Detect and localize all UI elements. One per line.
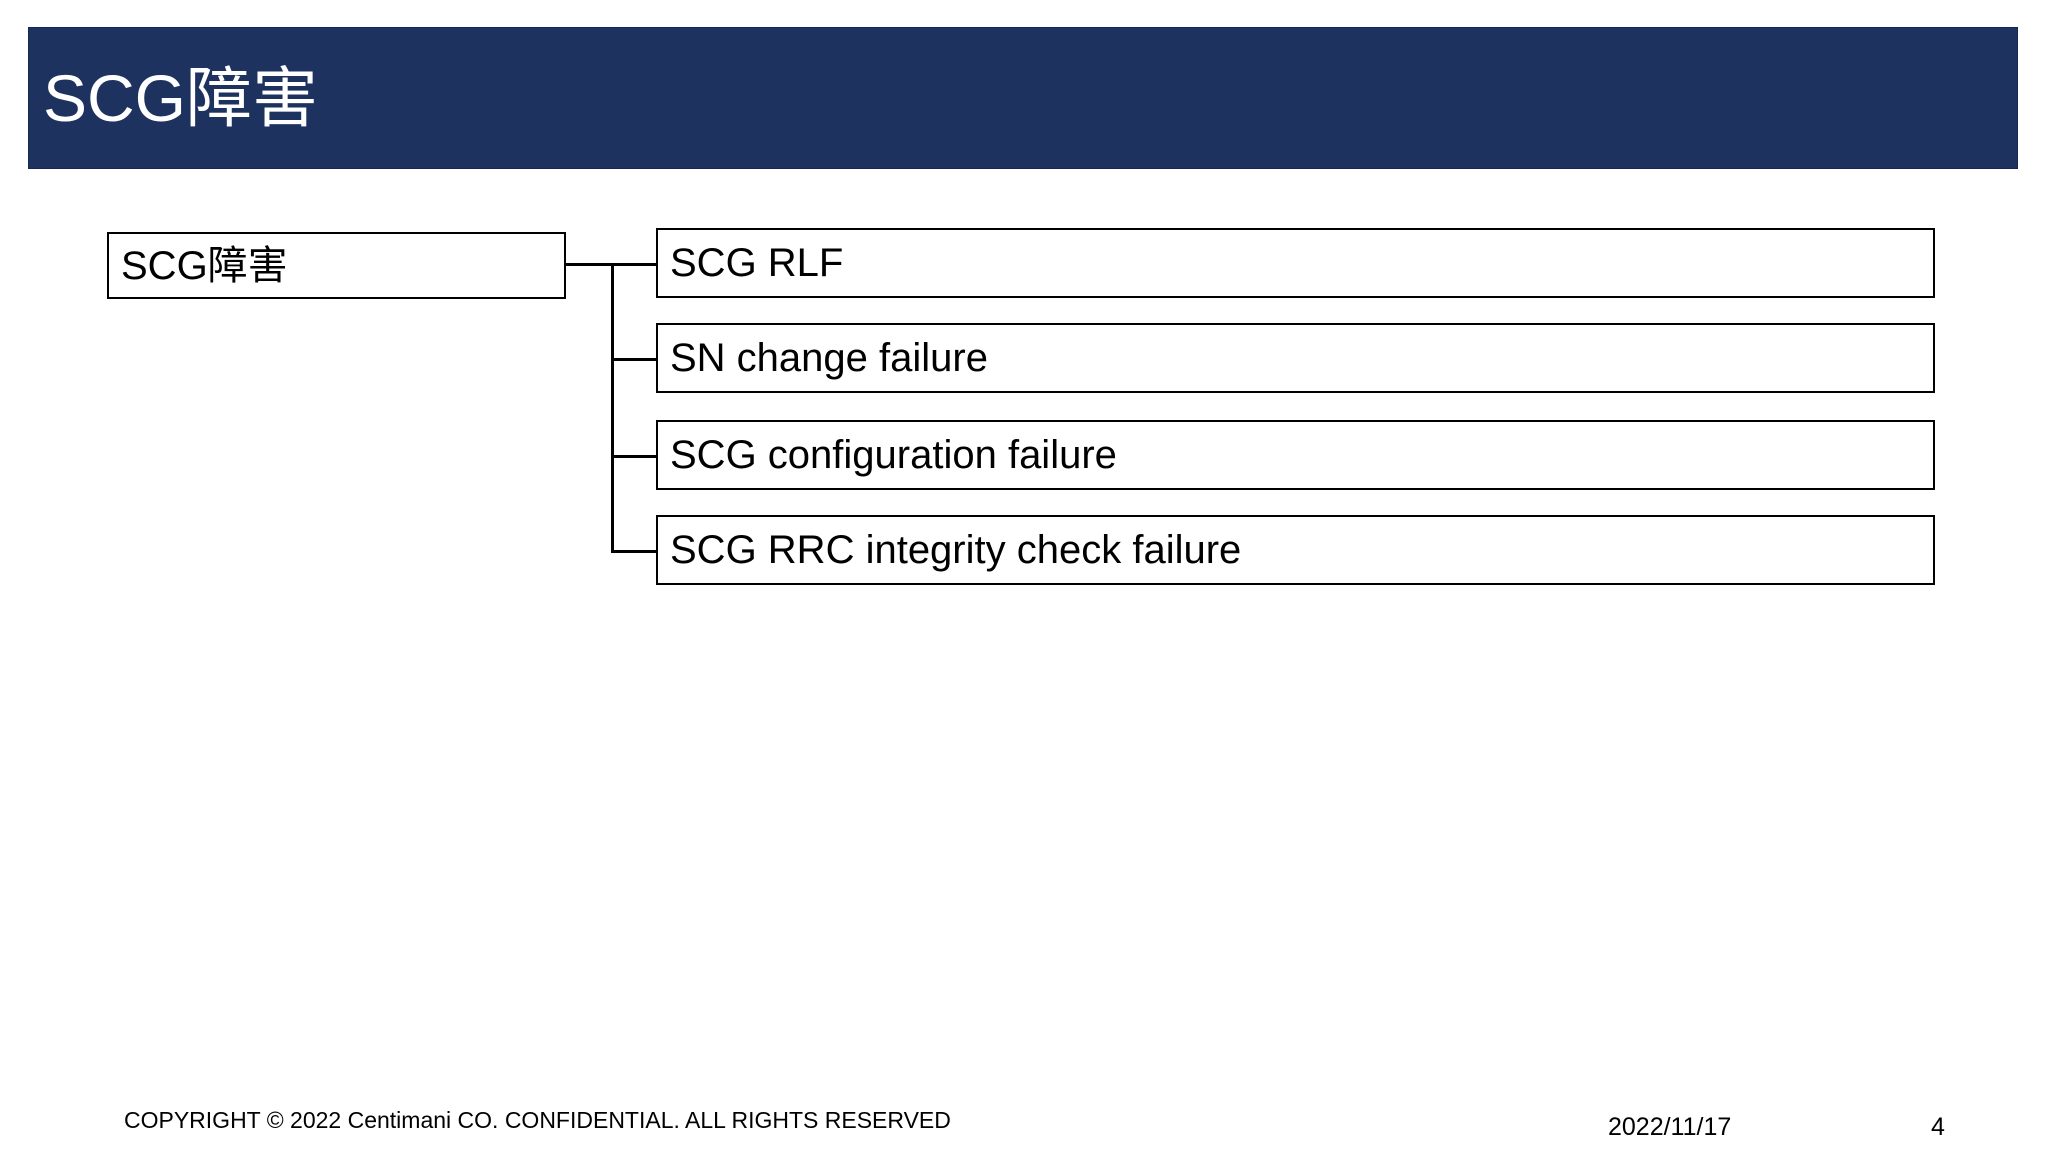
footer-page-number: 4 xyxy=(1931,1113,1945,1141)
tree-child-label: SCG RLF xyxy=(670,241,844,285)
tree-child-node[interactable]: SCG RLF xyxy=(656,228,1935,298)
connector-branch-3 xyxy=(611,455,658,458)
connector-root-horizontal xyxy=(566,263,614,266)
tree-child-label: SN change failure xyxy=(670,336,988,380)
tree-child-node[interactable]: SCG RRC integrity check failure xyxy=(656,515,1935,585)
tree-child-label: SCG configuration failure xyxy=(670,433,1117,477)
connector-branch-2 xyxy=(611,358,658,361)
tree-child-label: SCG RRC integrity check failure xyxy=(670,528,1242,572)
tree-child-node[interactable]: SCG configuration failure xyxy=(656,420,1935,490)
page-title: SCG障害 xyxy=(43,61,319,135)
tree-root-node[interactable]: SCG障害 xyxy=(107,232,566,299)
footer-date: 2022/11/17 xyxy=(1608,1113,1732,1141)
connector-vertical-trunk xyxy=(611,263,614,553)
slide-title-bar: SCG障害 xyxy=(28,27,2018,169)
connector-branch-1 xyxy=(611,263,658,266)
tree-root-label: SCG障害 xyxy=(121,243,288,288)
connector-branch-4 xyxy=(611,550,658,553)
tree-child-node[interactable]: SN change failure xyxy=(656,323,1935,393)
footer-copyright: COPYRIGHT © 2022 Centimani CO. CONFIDENT… xyxy=(124,1107,951,1133)
